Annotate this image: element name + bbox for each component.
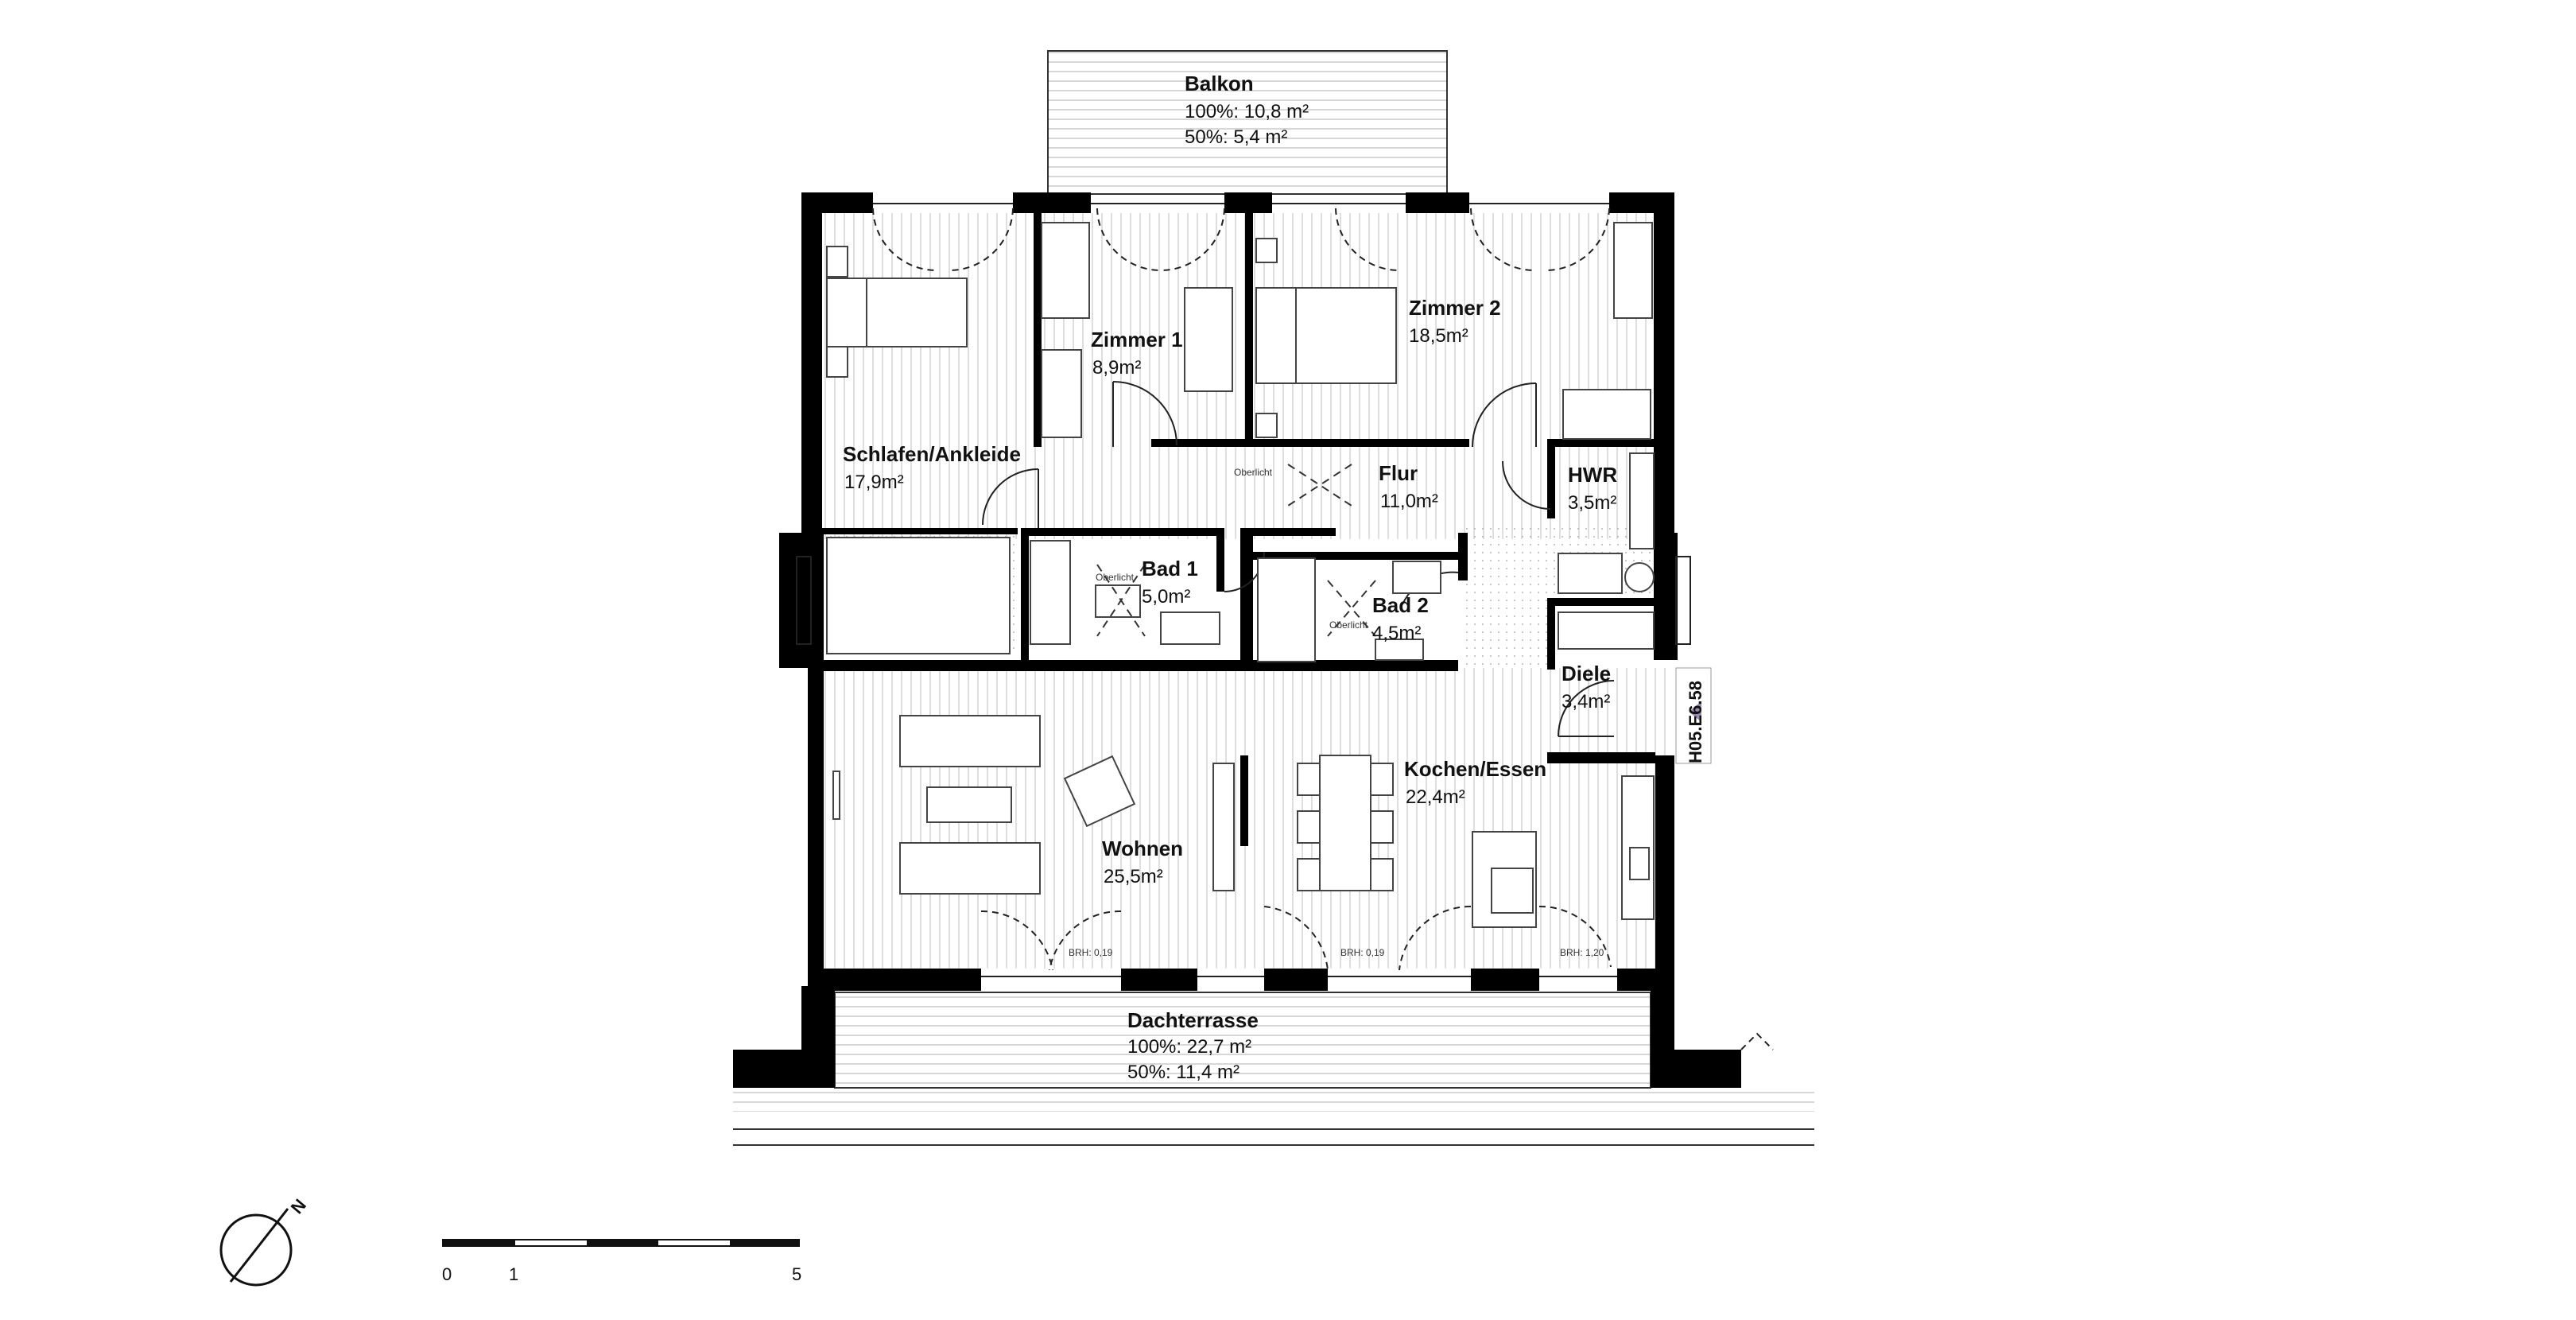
brh-label-2: BRH: 0,19 — [1340, 947, 1385, 958]
bad2-area: 4,5m² — [1372, 623, 1421, 644]
north-arrow — [219, 1208, 293, 1287]
balkon-area-50: 50%: 5,4 m² — [1185, 126, 1287, 148]
diele-area: 3,4m² — [1562, 691, 1610, 712]
dachterrasse-area-50: 50%: 11,4 m² — [1127, 1062, 1240, 1083]
furniture — [826, 222, 1655, 928]
balkon-area — [1047, 50, 1448, 195]
hwr-area: 3,5m² — [1568, 492, 1616, 514]
bad1-area: 5,0m² — [1142, 586, 1190, 608]
flur-area: 11,0m² — [1380, 491, 1438, 512]
diele-name: Diele — [1562, 662, 1611, 685]
oberlicht-label-bad2: Oberlicht — [1329, 619, 1368, 631]
skylights — [1096, 464, 1376, 637]
bad1-name: Bad 1 — [1142, 557, 1198, 580]
windows — [796, 203, 1691, 977]
walls — [733, 192, 1741, 1088]
oberlicht-label-bad1: Oberlicht — [1096, 572, 1135, 583]
oberlicht-label-flur: Oberlicht — [1234, 467, 1273, 478]
unit-marker — [1675, 667, 1712, 764]
brh-label-1: BRH: 0,19 — [1069, 947, 1113, 958]
north-label: N — [287, 1195, 310, 1217]
scale-label-1: 1 — [509, 1264, 518, 1284]
dachterrasse-name: Dachterrasse — [1127, 1008, 1259, 1032]
brh-label-3: BRH: 1,20 — [1560, 947, 1604, 958]
scale-label-5: 5 — [792, 1264, 801, 1284]
flur-name: Flur — [1379, 461, 1418, 485]
wohnen-name: Wohnen — [1102, 837, 1183, 860]
zimmer2-area: 18,5m² — [1409, 325, 1468, 347]
zimmer2-name: Zimmer 2 — [1409, 296, 1501, 320]
unit-code: H05.E6.58 — [1686, 681, 1705, 763]
scale-label-0: 0 — [442, 1264, 452, 1284]
dachterrasse-area — [733, 992, 1814, 1146]
zimmer1-area: 8,9m² — [1092, 357, 1141, 379]
schlafen-area: 17,9m² — [844, 472, 904, 493]
door-swings — [872, 208, 1774, 1050]
kochen-name: Kochen/Essen — [1404, 757, 1546, 781]
kochen-area: 22,4m² — [1406, 786, 1465, 808]
balkon-name: Balkon — [1185, 72, 1254, 95]
dachterrasse-area-100: 100%: 22,7 m² — [1127, 1036, 1251, 1058]
hwr-name: HWR — [1568, 463, 1617, 487]
bad2-name: Bad 2 — [1372, 593, 1429, 617]
balkon-area-100: 100%: 10,8 m² — [1185, 101, 1309, 122]
zimmer1-name: Zimmer 1 — [1091, 328, 1183, 351]
wohnen-area: 25,5m² — [1104, 866, 1163, 887]
schlafen-name: Schlafen/Ankleide — [843, 442, 1021, 466]
scale-bar — [442, 1239, 800, 1247]
